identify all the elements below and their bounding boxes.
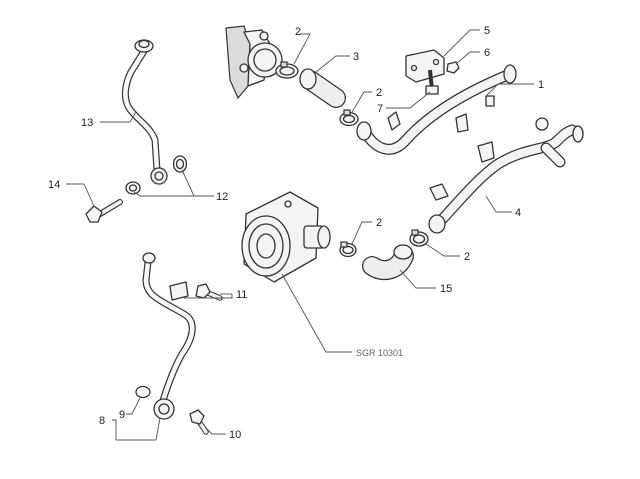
part-3-hose <box>299 68 346 108</box>
leader-lines <box>66 29 534 441</box>
part-15-elbow-hose <box>362 244 414 281</box>
callout-2-mid-upper: 2 <box>376 87 382 99</box>
callout-14: 14 <box>48 179 60 191</box>
callout-13: 13 <box>81 117 93 129</box>
part-12-washers <box>125 155 188 195</box>
callout-2-top: 2 <box>295 26 301 38</box>
part-13-tube <box>121 39 168 185</box>
callout-2-left-lower: 2 <box>376 217 382 229</box>
callout-12: 12 <box>216 191 228 203</box>
part-10-bolt <box>189 409 209 435</box>
callout-6: 6 <box>484 47 490 59</box>
callout-11: 11 <box>236 289 247 301</box>
callout-3: 3 <box>353 51 359 63</box>
part-5-bracket <box>405 49 445 83</box>
reference-code: SGR 10301 <box>356 348 403 358</box>
thermostat-housing <box>225 25 283 100</box>
part-11-bolt <box>195 283 223 301</box>
callout-7: 7 <box>377 103 383 115</box>
part-7-stud <box>425 69 439 95</box>
callout-5: 5 <box>484 25 490 37</box>
part-2-clamp-left <box>339 241 357 258</box>
callout-9: 9 <box>119 409 125 421</box>
callout-1: 1 <box>538 79 544 91</box>
callout-15: 15 <box>440 283 452 295</box>
part-2-clamp-mid-upper <box>339 109 359 127</box>
part-2-clamp-top <box>275 61 299 79</box>
part-8-lower-tube <box>142 252 196 420</box>
callout-labels: 13 14 12 2 3 2 5 6 7 1 4 2 2 15 11 9 8 1… <box>48 25 544 441</box>
callout-8: 8 <box>99 415 105 427</box>
part-6-nut <box>446 61 460 74</box>
part-14-bolt <box>85 199 123 223</box>
part-2-clamp-right <box>409 229 429 247</box>
callout-4: 4 <box>515 207 521 219</box>
part-4-lower-pipe <box>428 117 584 234</box>
oil-cooler <box>241 191 331 283</box>
part-9-o-ring <box>135 385 151 399</box>
part-1-main-pipe <box>356 64 517 155</box>
callout-10: 10 <box>229 429 241 441</box>
callout-2-right-lower: 2 <box>464 251 470 263</box>
